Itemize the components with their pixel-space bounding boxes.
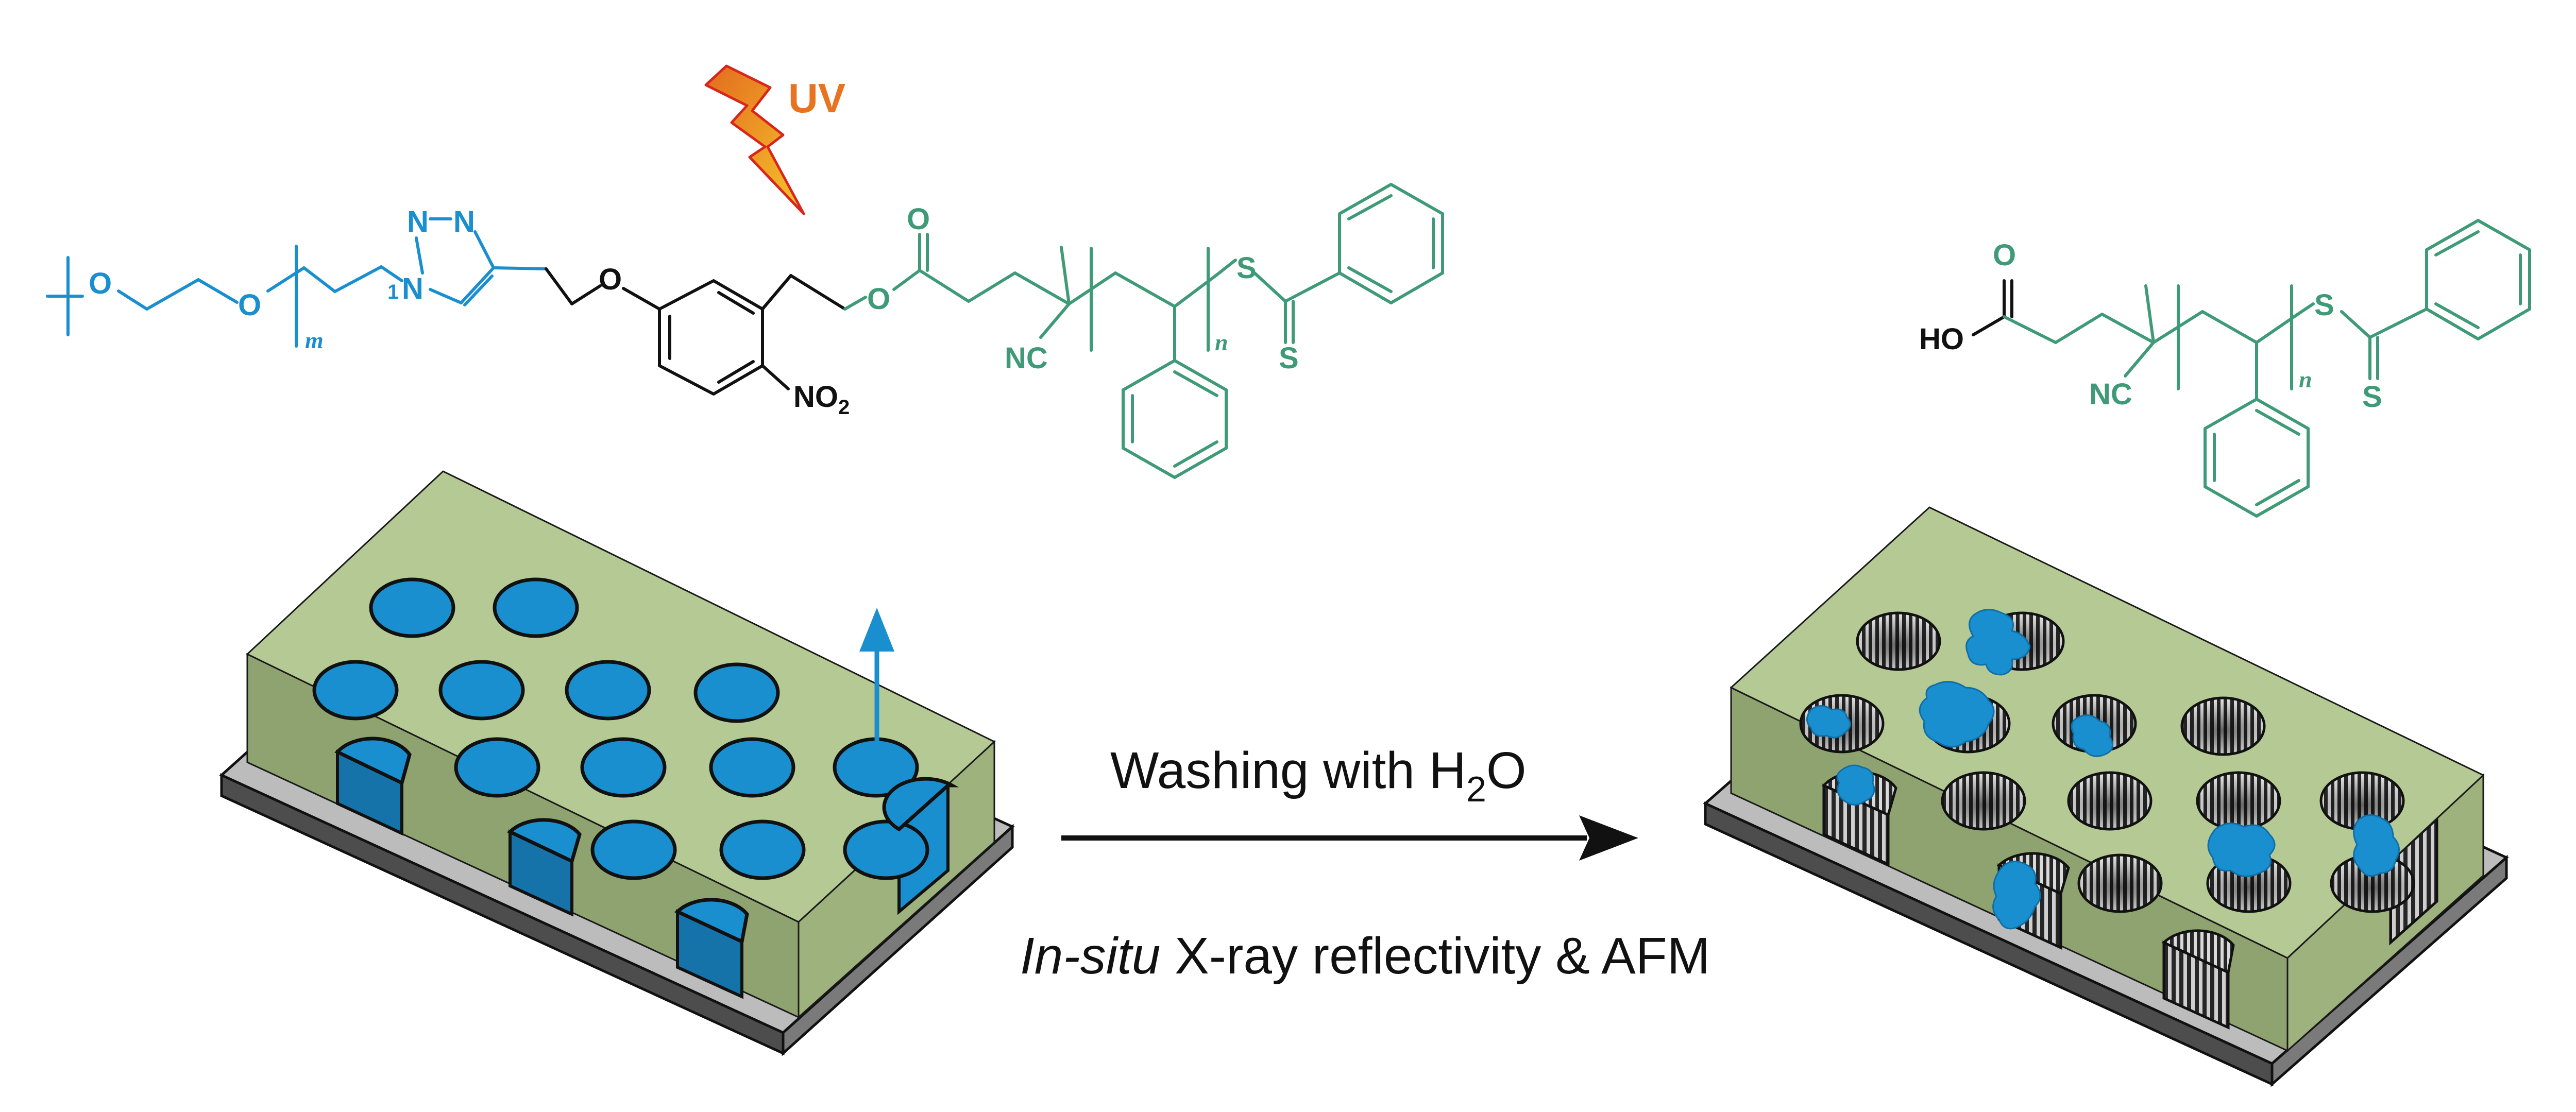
domain bbox=[493, 577, 579, 638]
triazole-n1: N bbox=[402, 272, 423, 305]
product-hydroxyl: HO bbox=[1919, 322, 1964, 356]
product-nitrile: NC bbox=[2089, 378, 2132, 411]
arrow-up-icon bbox=[859, 608, 894, 652]
domain bbox=[454, 737, 540, 798]
carbonyl-oxygen: O bbox=[907, 202, 930, 236]
acid-end-group bbox=[1972, 279, 2013, 336]
photocleavable-block-copolymer-structure: O O m N 1 N N O NO2 bbox=[46, 183, 1444, 479]
uv-irradiation: UV bbox=[704, 64, 845, 215]
domain bbox=[843, 819, 929, 880]
triazole-n1-number: 1 bbox=[387, 281, 399, 303]
nitro-group: NO2 bbox=[793, 380, 850, 419]
thioether-sulfur: S bbox=[1236, 251, 1257, 285]
ester-oxygen: O bbox=[867, 282, 890, 316]
peo-oxygen-right: O bbox=[238, 288, 261, 322]
domain bbox=[565, 660, 651, 721]
domain bbox=[709, 737, 795, 798]
process-step: Washing with H2O In-situ X-ray reflectiv… bbox=[1020, 742, 1710, 985]
peo-blob bbox=[2207, 823, 2276, 877]
washing-label: Washing with H2O bbox=[1110, 742, 1527, 809]
domain bbox=[590, 819, 677, 880]
thione-sulfur: S bbox=[1279, 341, 1299, 375]
nitrobenzyl-linker bbox=[545, 267, 846, 396]
peo-blob bbox=[1919, 681, 1995, 748]
domain bbox=[693, 662, 780, 723]
product-thione-sulfur: S bbox=[2362, 380, 2382, 414]
peo-labels: O O m N 1 N N bbox=[89, 205, 475, 353]
characterization-label: In-situ X-ray reflectivity & AFM bbox=[1020, 927, 1710, 985]
polystyrene-block bbox=[843, 183, 1444, 479]
triazole-n3: N bbox=[453, 205, 475, 238]
product-carbonyl-oxygen: O bbox=[1993, 238, 2016, 272]
peo-blob bbox=[1806, 705, 1851, 739]
film-after-washing bbox=[1703, 506, 2509, 1087]
peo-oxygen-left: O bbox=[89, 267, 112, 300]
pore-shading bbox=[1802, 616, 2413, 912]
domain bbox=[369, 577, 455, 638]
uv-label: UV bbox=[788, 75, 845, 121]
left-domain-grid bbox=[312, 577, 959, 945]
product-polystyrene bbox=[2003, 219, 2531, 518]
peo-block bbox=[46, 217, 548, 348]
arrow-right-icon bbox=[1579, 815, 1638, 861]
peo-blob bbox=[1836, 764, 1875, 806]
styrene-repeat-index: n bbox=[1215, 329, 1228, 355]
peo-blob bbox=[1992, 861, 2041, 930]
right-substrate-right bbox=[2270, 854, 2508, 1087]
linker-labels: O NO2 bbox=[599, 263, 850, 419]
polystyrene-labels: O O NC n S S bbox=[867, 202, 1299, 375]
domain bbox=[312, 660, 399, 721]
aryl-ether-oxygen: O bbox=[599, 263, 622, 296]
peo-blob bbox=[1965, 609, 2031, 676]
residual-peo-blobs bbox=[1806, 609, 2400, 930]
peo-repeat-index: m bbox=[305, 327, 324, 353]
domain bbox=[438, 660, 525, 721]
film-before-washing bbox=[219, 470, 1015, 1056]
lightning-bolt-icon bbox=[704, 64, 805, 215]
peo-blob bbox=[2071, 714, 2114, 757]
domain bbox=[580, 737, 667, 798]
domain bbox=[719, 819, 806, 880]
triazole-n2: N bbox=[407, 205, 429, 238]
release-arrow bbox=[859, 608, 894, 767]
product-repeat-index: n bbox=[2299, 366, 2312, 392]
nitrile-group: NC bbox=[1005, 341, 1048, 375]
product-thioether-sulfur: S bbox=[2314, 288, 2334, 322]
cleaved-polystyrene-structure: O HO NC n S S bbox=[1919, 219, 2531, 518]
peo-blob bbox=[2353, 814, 2400, 877]
product-labels: O HO NC n S S bbox=[1919, 238, 2382, 414]
